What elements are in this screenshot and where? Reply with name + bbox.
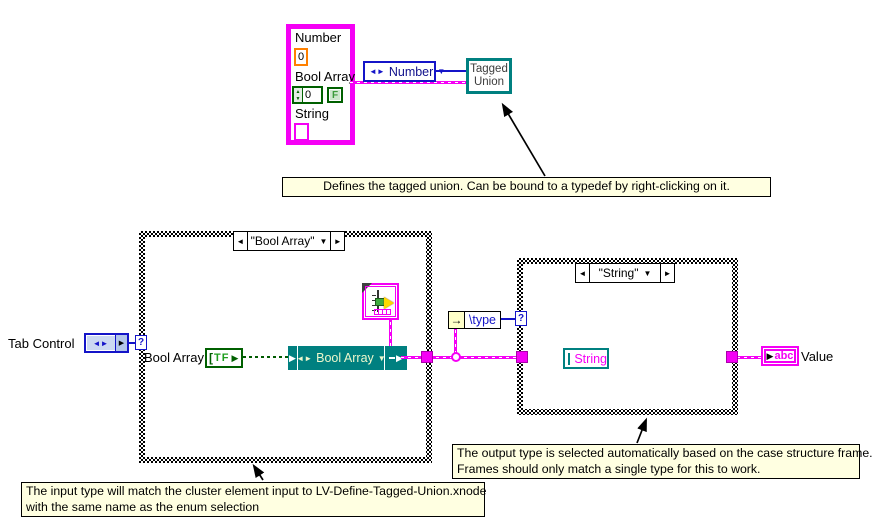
question-icon: ? [137,337,145,348]
value-label: Value [801,349,834,364]
slider-ticks-icon [372,291,376,311]
case-next-button[interactable]: ► [333,236,342,246]
string-type-node[interactable]: String [563,348,609,369]
wire-tab-control[interactable] [128,342,138,344]
xnode-bool-array[interactable]: ▶ ◄► Bool Array ▼ ▶ [288,346,407,370]
arrow-to-inner-case [636,417,647,444]
value-output-terminal[interactable]: ▶ abc [761,346,799,366]
note-input-line2: with the same name as the enum selection [26,499,260,514]
case-dropdown-icon[interactable]: ▼ [319,236,328,246]
wire-cluster-to-tagged-union[interactable] [350,81,466,84]
arrow-to-outer-case [252,463,265,481]
inner-case-selector-tunnel[interactable]: ? [515,311,527,326]
tf-play-icon: ▶ [231,352,239,363]
array-index-value: 0 [305,89,312,101]
cluster-string-label: String [295,106,329,121]
xnode-vi-icon[interactable] [362,283,399,320]
wire-enum-to-tagged-union[interactable] [436,70,466,72]
connector-pane-icon [374,309,391,315]
outer-case-selector[interactable]: ◄ "Bool Array" ▼ ► [233,231,345,251]
tf-label: TF [214,352,230,364]
arrow-to-tagged-union [501,102,546,177]
cluster-constant[interactable]: Number 0 Bool Array ▲ ▼ 0 F String [286,24,355,145]
string-node-label: String [574,351,607,366]
cluster-inner-border: Number 0 Bool Array ▲ ▼ 0 F String [289,27,355,142]
spin-up-icon[interactable]: ▲ [295,88,301,95]
value-abc-label: abc [774,350,794,362]
enum-dropdown-icon[interactable]: ▼ [437,67,446,76]
tab-play-icon: ▶ [115,335,127,351]
tab-lr-icon: ◄► [92,338,109,348]
xnode-input-terminal[interactable]: ▶ [288,346,297,370]
xnode-out-play-icon: ▶ [396,352,403,363]
folded-corner-icon [362,283,372,293]
case-prev-button[interactable]: ◄ [578,268,587,278]
question-icon: ? [517,313,525,324]
numeric-value: 0 [298,51,305,63]
wire-icon-to-xnode[interactable] [389,319,392,346]
inner-case-selector[interactable]: ◄ "String" ▼ ► [575,263,675,283]
tab-control-terminal[interactable]: ◄► ▶ [84,333,129,353]
inner-case-output-tunnel[interactable] [726,351,738,363]
type-node-label: \type [468,313,496,327]
bool-false-constant[interactable]: F [327,87,343,103]
bool-array-input-label: Bool Array [144,350,204,365]
wire-type-to-case[interactable] [501,318,517,320]
inner-case-structure[interactable] [517,258,738,415]
inner-case-selector-label: "String" [598,266,639,280]
value-play-icon: ▶ [766,350,774,361]
case-next-button[interactable]: ► [663,268,672,278]
bracket-icon: [ [209,351,213,365]
note-output-type: The output type is selected automaticall… [452,444,873,479]
case-prev-button[interactable]: ◄ [236,236,245,246]
enum-constant-number[interactable]: ◄► Number ▼ [363,61,445,82]
outer-case-selector-tunnel[interactable]: ? [135,335,147,350]
type-arrow-icon: → [449,312,465,328]
xnode-selector[interactable]: ◄► Bool Array ▼ [296,346,386,370]
outer-case-selector-label: "Bool Array" [250,234,315,248]
note-input-type: The input type will match the cluster el… [21,482,487,517]
xnode-output-terminal[interactable]: ▶ [385,346,407,370]
tagged-union-node[interactable]: Tagged Union [466,58,512,94]
run-arrow-icon [384,297,394,309]
enum-constant-label: Number [388,64,434,79]
note-define-text: Defines the tagged union. Can be bound t… [323,179,730,193]
inner-case-selector-value[interactable]: "String" ▼ [589,264,661,282]
cluster-number-label: Number [295,30,342,45]
wire-junction-dot[interactable] [451,352,461,362]
case-dropdown-icon[interactable]: ▼ [643,268,652,278]
wire-type-branch[interactable] [454,329,457,354]
bool-false-label: F [331,89,339,101]
outer-case-selector-value[interactable]: "Bool Array" ▼ [246,232,332,250]
wire-bool-array[interactable] [243,356,289,358]
note-define-tagged-union: Defines the tagged union. Can be bound t… [282,177,771,197]
type-node[interactable]: → \type [448,311,501,329]
xnode-lr-icon: ◄► [296,353,313,363]
numeric-constant[interactable]: 0 [294,48,308,66]
inner-case-frame [523,264,732,409]
xnode-vi-icon-inner [365,286,396,317]
string-bar-icon [568,352,571,365]
bool-array-terminal[interactable]: [ TF ▶ [205,348,243,368]
enum-lr-icon: ◄► [369,67,385,76]
tab-control-label: Tab Control [8,336,75,351]
string-constant[interactable] [294,123,309,141]
note-output-line2: Frames should only match a single type f… [457,461,761,476]
xnode-out-bar-icon [389,357,396,359]
cluster-bool-array-label: Bool Array [295,69,355,84]
spin-down-icon[interactable]: ▼ [295,95,301,102]
tagged-union-label: Tagged Union [470,63,508,88]
xnode-dropdown-icon[interactable]: ▼ [377,353,386,363]
xnode-in-play-icon: ▶ [289,352,296,363]
index-spinner[interactable]: ▲ ▼ [294,88,303,102]
outer-case-output-tunnel[interactable] [421,351,433,363]
inner-case-input-tunnel[interactable] [516,351,528,363]
xnode-selector-label: Bool Array [316,351,374,365]
note-output-line1: The output type is selected automaticall… [457,446,873,460]
note-input-line1: The input type will match the cluster el… [26,484,487,498]
array-index-control[interactable]: ▲ ▼ 0 [292,86,323,104]
